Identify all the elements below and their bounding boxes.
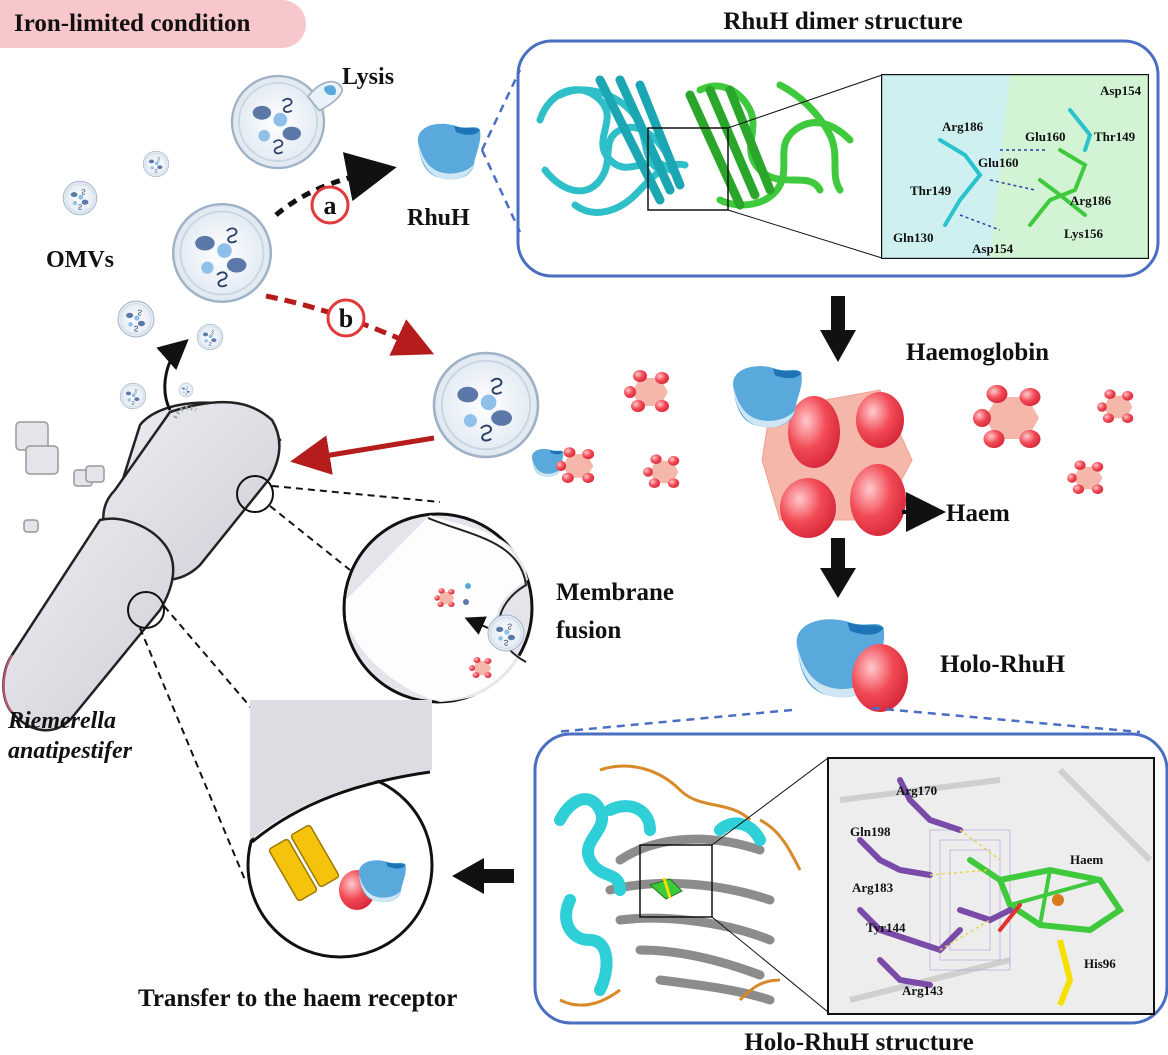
debris bbox=[15, 421, 105, 533]
haem-pocket-inset bbox=[827, 757, 1155, 1015]
haem-receptor bbox=[268, 824, 340, 902]
rhuh-binding-haemoglobin bbox=[733, 366, 802, 428]
receptor-zoom bbox=[246, 700, 434, 959]
residue-label: Arg183 bbox=[852, 880, 894, 895]
haemoglobin-small bbox=[643, 454, 680, 488]
condition-badge: Iron-limited condition bbox=[0, 0, 306, 48]
membrane-fusion-label-line1: Membrane bbox=[556, 579, 674, 606]
holo-zoom-box bbox=[639, 844, 713, 918]
haemoglobin-small bbox=[1067, 460, 1104, 494]
route-a-marker bbox=[310, 185, 350, 225]
dimer-chain-green bbox=[685, 81, 854, 210]
omv-release-arrow bbox=[156, 339, 189, 411]
small-vesicle bbox=[117, 300, 155, 338]
residue-label: Thr149 bbox=[910, 183, 952, 198]
small-vesicle bbox=[142, 150, 170, 178]
residue-label: Gln198 bbox=[850, 824, 891, 839]
haemoglobin-small bbox=[973, 385, 1041, 448]
dimer-panel-title: RhuH dimer structure bbox=[723, 8, 962, 35]
residue-label: Haem bbox=[1070, 852, 1103, 867]
membrane-fusion-label-line2: fusion bbox=[556, 617, 621, 644]
bound-haem bbox=[852, 644, 908, 712]
small-vesicle bbox=[178, 382, 194, 398]
lysis-label: Lysis bbox=[342, 64, 394, 90]
residue-label: Gln130 bbox=[893, 230, 933, 245]
holo-residue-labels: Arg170 Gln198 Haem Arg183 Tyr144 His96 A… bbox=[850, 783, 1116, 998]
residue-label: Asp154 bbox=[1100, 83, 1142, 98]
holo-panel-title: Holo-RhuH structure bbox=[744, 1029, 973, 1055]
side-chains bbox=[857, 777, 1013, 988]
residue-label: Lys156 bbox=[1064, 226, 1104, 241]
haem-label: Haem bbox=[946, 500, 1010, 527]
small-vesicle bbox=[196, 323, 224, 351]
haemoglobin-label: Haemoglobin bbox=[906, 339, 1049, 366]
route-a-label: a bbox=[324, 191, 337, 220]
route-a-arrow bbox=[274, 152, 397, 217]
residue-label: Arg186 bbox=[942, 119, 984, 134]
receptor-zoom-origin bbox=[127, 591, 165, 629]
condition-label: Iron-limited condition bbox=[14, 10, 251, 37]
main-vesicle bbox=[171, 202, 273, 304]
dimer-residue-labels: Asp154 Arg186 Glu160 Thr149 Glu160 Thr14… bbox=[893, 83, 1142, 256]
transfer-label: Transfer to the haem receptor bbox=[138, 985, 457, 1012]
holo-rhuh-label: Holo-RhuH bbox=[940, 651, 1066, 678]
vesicle-route-b bbox=[432, 351, 540, 459]
haemoglobin-small bbox=[624, 370, 669, 412]
residue-label: His96 bbox=[1084, 956, 1116, 971]
dimer-panel-connector bbox=[480, 69, 522, 233]
residue-label: Arg186 bbox=[1070, 193, 1112, 208]
species-label-line1: Riemerella bbox=[7, 708, 116, 734]
rhuh-label: RhuH bbox=[407, 205, 470, 231]
residue-label: Glu160 bbox=[1025, 129, 1065, 144]
species-label-line2: anatipestifer bbox=[8, 738, 133, 764]
his96-sidechain bbox=[1057, 939, 1074, 1007]
route-b-arrow bbox=[265, 293, 435, 356]
dimer-zoom-box bbox=[647, 127, 729, 211]
membrane-fusion-zoom bbox=[342, 512, 534, 704]
dimer-chain-cyan bbox=[536, 75, 689, 216]
route-b-marker bbox=[326, 298, 366, 338]
rhuh-protein bbox=[417, 123, 481, 180]
residue-label: Thr149 bbox=[1094, 129, 1136, 144]
residue-label: Arg170 bbox=[896, 783, 937, 798]
residue-label: Arg143 bbox=[902, 983, 944, 998]
dimer-interface-sticks bbox=[938, 108, 1093, 227]
small-vesicle bbox=[62, 180, 98, 216]
haemoglobin-small bbox=[1097, 389, 1134, 423]
holo-panel-connector bbox=[555, 706, 1141, 734]
return-arrow bbox=[290, 435, 435, 475]
lysing-vesicle bbox=[230, 74, 344, 170]
residue-label: Glu160 bbox=[978, 155, 1018, 170]
residue-label: Tyr144 bbox=[866, 920, 906, 935]
residue-label: Asp154 bbox=[972, 241, 1014, 256]
fusion-zoom-origin bbox=[236, 475, 274, 513]
small-vesicle bbox=[119, 382, 147, 410]
bacterial-cell bbox=[2, 400, 282, 732]
haemoglobin-large bbox=[761, 389, 913, 538]
route-b-label: b bbox=[339, 304, 353, 333]
omvs-label: OMVs bbox=[46, 247, 114, 273]
